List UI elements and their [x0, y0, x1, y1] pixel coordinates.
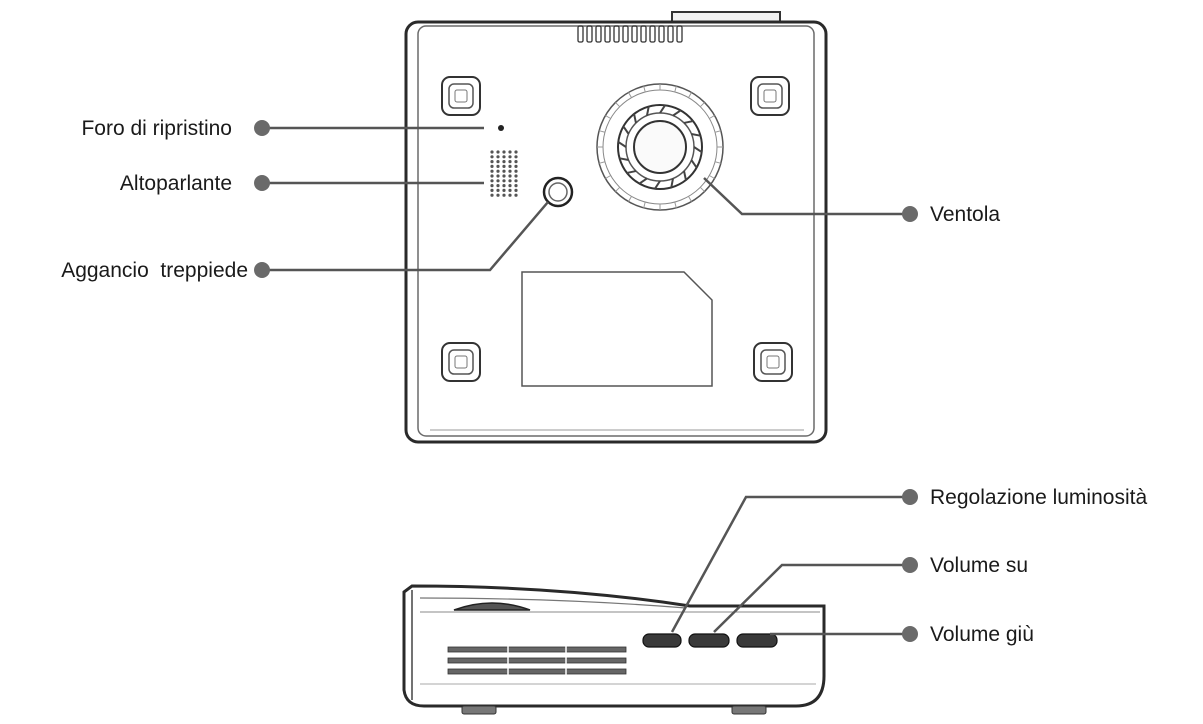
leader-tripod-mount	[262, 201, 549, 272]
side-dial	[453, 602, 531, 611]
side-foot-left	[461, 705, 497, 715]
projector-bottom-view	[404, 11, 828, 444]
leader-fan	[703, 177, 908, 216]
label-volume-up: Volume su	[930, 554, 1029, 577]
projector-side-view	[402, 584, 826, 715]
leader-volume-up	[713, 563, 910, 633]
label-volume-down: Volume giù	[930, 623, 1034, 646]
foot-bottom-right	[753, 342, 793, 382]
label-brightness: Regolazione luminosità	[930, 486, 1148, 509]
tripod-mount	[542, 176, 574, 208]
label-plate	[521, 271, 713, 387]
foot-top-left	[441, 76, 481, 116]
dot-volume-down	[902, 626, 918, 642]
label-tripod-mount: Aggancio treppiede	[61, 259, 248, 282]
side-vent	[447, 645, 627, 676]
fan	[596, 83, 724, 211]
volume-up-button[interactable]	[688, 633, 730, 648]
foot-bottom-left	[441, 342, 481, 382]
dot-brightness	[902, 489, 918, 505]
foot-top-right	[750, 76, 790, 116]
side-foot-right	[731, 705, 767, 715]
volume-down-button[interactable]	[736, 633, 778, 648]
speaker-grille	[490, 150, 518, 197]
dot-tripod-mount	[254, 262, 270, 278]
dot-volume-up	[902, 557, 918, 573]
leader-dots	[254, 120, 918, 642]
label-fan: Ventola	[930, 203, 1001, 226]
leader-lines	[262, 126, 910, 636]
dot-fan	[902, 206, 918, 222]
dot-speaker	[254, 175, 270, 191]
leader-brightness	[670, 495, 910, 633]
brightness-button[interactable]	[642, 633, 682, 648]
side-body	[402, 584, 826, 708]
top-vent	[577, 25, 683, 43]
dot-reset-hole	[254, 120, 270, 136]
reset-hole	[498, 125, 504, 131]
bottom-body-outer	[404, 20, 828, 444]
label-speaker: Altoparlante	[119, 172, 232, 195]
label-reset-hole: Foro di ripristino	[81, 117, 232, 140]
